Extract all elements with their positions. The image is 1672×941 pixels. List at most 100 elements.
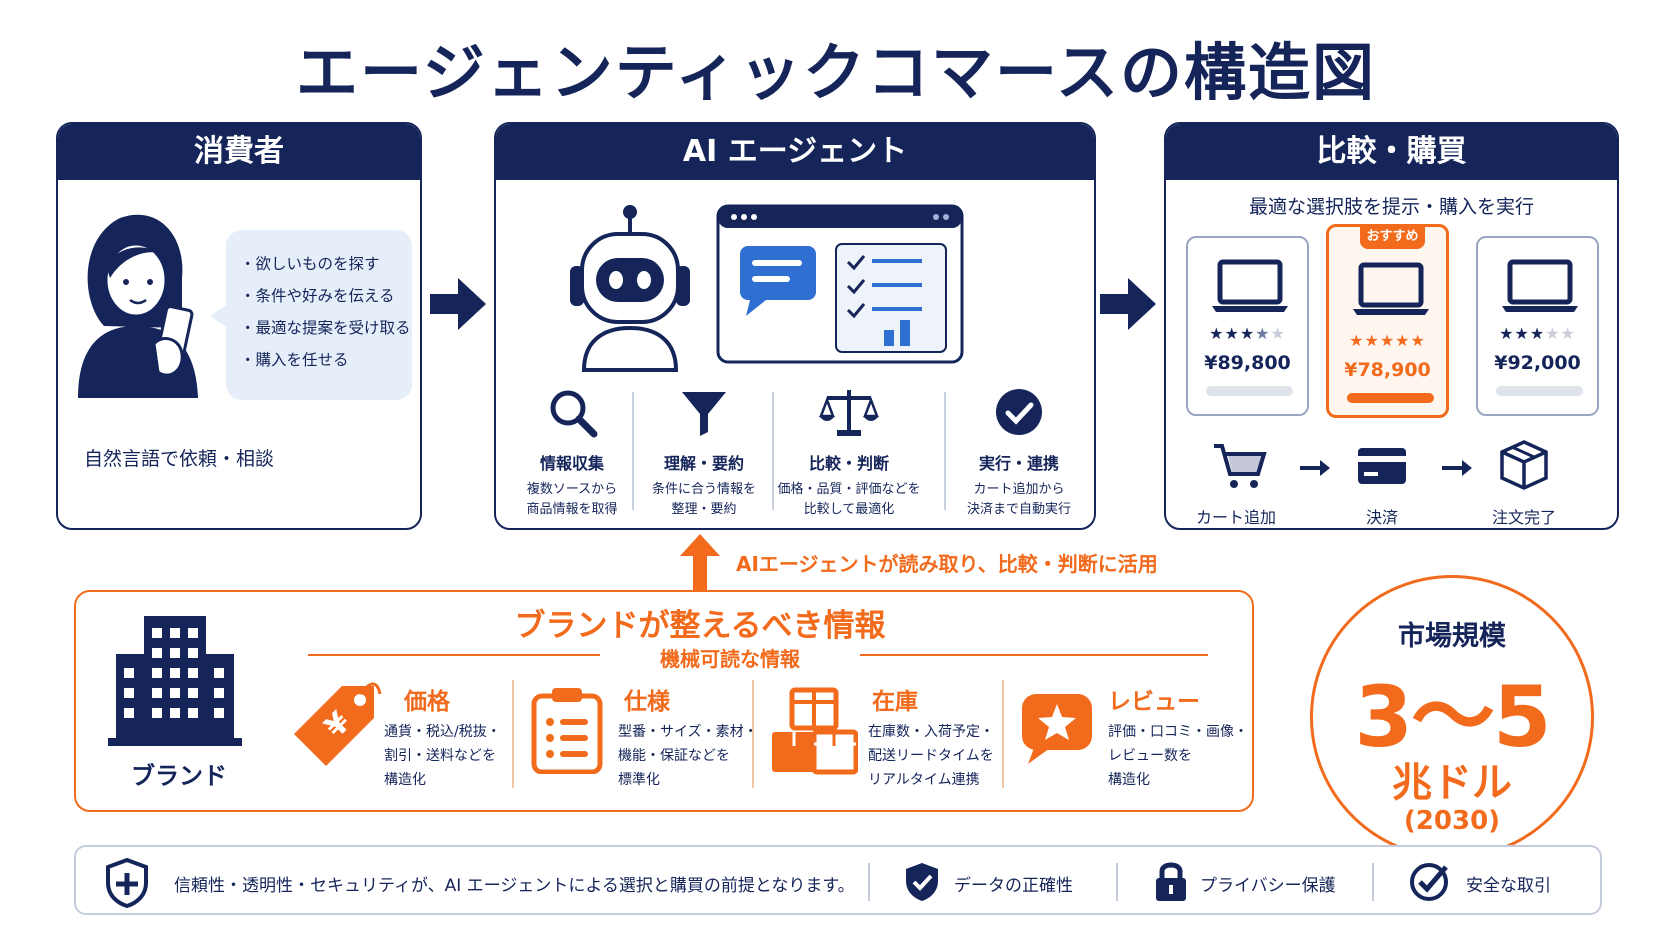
woman-phone-icon xyxy=(78,214,198,398)
info-title-review: レビュー xyxy=(1108,689,1200,715)
star-icon: ★ xyxy=(1499,324,1515,343)
divider xyxy=(868,863,870,901)
footer-item: データの正確性 xyxy=(954,876,1073,896)
info-desc-spec: 型番・サイズ・素材・機能・保証などを標準化 xyxy=(618,724,758,788)
star-icon: ★ xyxy=(1410,331,1426,350)
need-item: ・条件や好みを伝える xyxy=(240,287,395,305)
need-item: ・購入を任せる xyxy=(240,351,349,369)
need-item: ・欲しいものを探す xyxy=(240,255,380,273)
lock-icon xyxy=(1156,862,1186,901)
select-bar xyxy=(1206,386,1293,396)
magnifier-icon xyxy=(550,390,598,438)
footer-message: 信頼性・透明性・セキュリティが、AI エージェントによる選択と購買の前提となりま… xyxy=(174,876,855,896)
star-icon: ★ xyxy=(1395,331,1411,350)
product-price: ¥78,900 xyxy=(1344,359,1431,381)
divider xyxy=(944,392,946,510)
function-title: 情報収集 xyxy=(539,454,604,473)
cart-icon xyxy=(1214,444,1267,488)
product-card-recommended[interactable]: おすすめ ★★★★★ ¥78,900 xyxy=(1326,224,1449,418)
agent-reads-caption: AIエージェントが読み取り、比較・判断に活用 xyxy=(736,552,1158,576)
credit-card-icon xyxy=(1358,448,1406,484)
market-value: 3～5 xyxy=(1354,668,1552,766)
star-icon: ★ xyxy=(1529,324,1546,343)
market-unit: 兆ドル xyxy=(1392,760,1512,806)
laptop-icon xyxy=(1212,259,1288,312)
function-title: 理解・要約 xyxy=(663,454,744,473)
star-icon: ★ xyxy=(1209,324,1225,343)
info-desc-price: 通貨・税込/税抜・割引・送料などを構造化 xyxy=(384,724,501,788)
product-price: ¥92,000 xyxy=(1494,352,1581,374)
laptop-icon xyxy=(1502,259,1578,312)
select-bar xyxy=(1496,386,1583,396)
star-icon: ★ xyxy=(1270,324,1286,343)
product-card[interactable]: ★★★★★ ¥89,800 xyxy=(1186,236,1309,416)
brand-label: ブランド xyxy=(131,762,227,790)
divider xyxy=(1002,680,1004,788)
laptop-icon xyxy=(1353,262,1429,315)
function-compare: 比較・判断 価格・品質・評価などを比較して最適化 xyxy=(774,386,924,520)
shield-plus-icon xyxy=(106,857,148,909)
check-circle-icon xyxy=(1410,863,1448,901)
info-title-price: 価格 xyxy=(404,689,450,715)
market-title: 市場規模 xyxy=(1398,621,1506,652)
compare-subtitle: 最適な選択肢を提示・購入を実行 xyxy=(1248,196,1534,218)
star-icon: ★ xyxy=(1239,324,1256,343)
funnel-icon xyxy=(682,392,726,436)
trust-footer: 信頼性・透明性・セキュリティが、AI エージェントによる選択と購買の前提となりま… xyxy=(74,845,1602,915)
market-year: (2030) xyxy=(1403,806,1501,836)
consumer-caption: 自然言語で依頼・相談 xyxy=(84,448,275,470)
product-card[interactable]: ★★★★★ ¥92,000 xyxy=(1476,236,1599,416)
compare-header: 比較・購買 xyxy=(1166,124,1617,180)
balance-scale-icon xyxy=(819,390,879,436)
flow-step: 決済 xyxy=(1365,508,1398,527)
info-title-stock: 在庫 xyxy=(872,689,918,715)
consumer-panel: 消費者 ・欲しいものを探す ・条件や好みを伝える ・最適な提案を受け取る ・購入… xyxy=(56,122,422,530)
info-title-spec: 仕様 xyxy=(624,689,670,715)
function-info-gathering: 情報収集 複数ソースから商品情報を取得 xyxy=(502,386,642,520)
flow-step: カート追加 xyxy=(1195,508,1276,527)
function-title: 比較・判断 xyxy=(808,454,889,473)
function-summarize: 理解・要約 条件に合う情報を整理・要約 xyxy=(634,386,774,520)
stock-boxes-icon xyxy=(772,687,858,775)
function-desc: 価格・品質・評価などを比較して最適化 xyxy=(777,482,921,517)
star-icon: ★ xyxy=(1545,324,1561,343)
recommend-badge: おすすめ xyxy=(1360,225,1425,249)
function-execute: 実行・連携 カート追加から決済まで自動実行 xyxy=(946,386,1092,520)
dashboard-window-icon xyxy=(716,204,964,364)
info-desc-review: 評価・口コミ・画像・レビュー数を構造化 xyxy=(1108,724,1248,788)
market-size-circle: 市場規模 3～5 兆ドル (2030) xyxy=(1310,575,1594,859)
footer-item: 安全な取引 xyxy=(1466,876,1551,896)
brand-title: ブランドが整えるべき情報 xyxy=(514,608,886,644)
compare-panel: 比較・購買 最適な選択肢を提示・購入を実行 ★★★★★ ¥89,800 おすすめ… xyxy=(1164,122,1619,530)
rating-stars: ★★★★★ xyxy=(1478,324,1597,343)
star-icon: ★ xyxy=(1560,324,1576,343)
star-icon: ★ xyxy=(1514,324,1530,343)
star-icon: ★ xyxy=(1349,331,1365,350)
review-star-icon xyxy=(1022,694,1092,764)
price-tag-icon: ¥ xyxy=(294,682,382,766)
rating-stars: ★★★★★ xyxy=(1329,331,1446,350)
function-desc: カート追加から決済まで自動実行 xyxy=(966,482,1071,517)
divider xyxy=(1116,863,1118,901)
divider xyxy=(1372,863,1374,901)
divider xyxy=(752,680,754,788)
arrow-right-icon xyxy=(1100,278,1156,330)
arrow-right-icon xyxy=(1442,460,1472,476)
arrow-up-icon xyxy=(680,534,720,592)
star-icon: ★ xyxy=(1379,331,1396,350)
divider xyxy=(512,680,514,788)
rating-stars: ★★★★★ xyxy=(1188,324,1307,343)
function-desc: 複数ソースから商品情報を取得 xyxy=(526,482,618,517)
need-item: ・最適な提案を受け取る xyxy=(240,319,411,337)
info-desc-stock: 在庫数・入荷予定・配送リードタイムをリアルタイム連携 xyxy=(868,724,994,788)
arrow-right-icon xyxy=(1300,460,1330,476)
package-box-icon xyxy=(1500,440,1548,490)
arrow-right-icon xyxy=(430,278,486,330)
brand-subtitle: 機械可読な情報 xyxy=(600,643,860,672)
consumer-needs-bubble: ・欲しいものを探す ・条件や好みを伝える ・最適な提案を受け取る ・購入を任せる xyxy=(226,230,412,400)
page-title: エージェンティックコマースの構造図 xyxy=(296,36,1376,109)
flow-step: 注文完了 xyxy=(1491,508,1556,527)
select-bar xyxy=(1347,393,1434,403)
agent-panel: AI エージェント 情報収集 複数ソースから商品情報を取得 xyxy=(494,122,1096,530)
footer-item: プライバシー保護 xyxy=(1200,876,1336,896)
